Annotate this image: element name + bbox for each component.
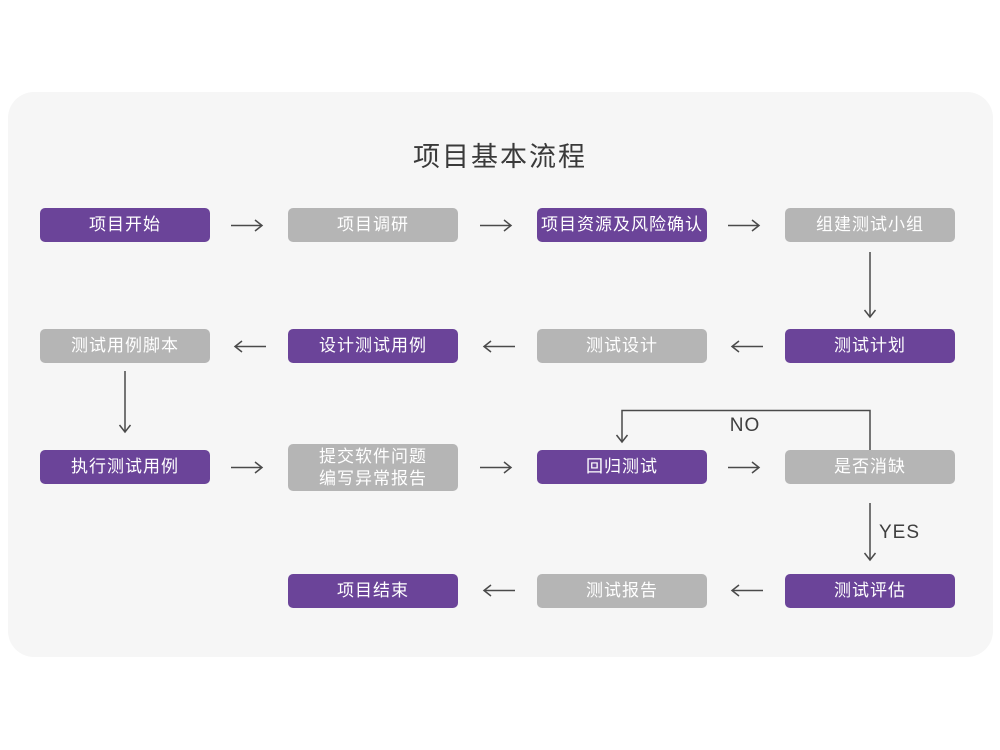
node-execute-test-case: 执行测试用例: [40, 450, 210, 484]
node-regression-test: 回归测试: [537, 450, 707, 484]
node-resource-risk-confirm: 项目资源及风险确认: [537, 208, 707, 242]
node-test-plan: 测试计划: [785, 329, 955, 363]
node-project-start: 项目开始: [40, 208, 210, 242]
node-test-evaluation: 测试评估: [785, 574, 955, 608]
no-branch-label: NO: [729, 415, 761, 436]
node-design-test-case: 设计测试用例: [288, 329, 458, 363]
node-submit-issue-report: 提交软件问题 编写异常报告: [288, 444, 458, 491]
flowchart-card: [8, 92, 993, 657]
node-test-case-script: 测试用例脚本: [40, 329, 210, 363]
node-test-report: 测试报告: [537, 574, 707, 608]
yes-branch-label: YES: [879, 522, 921, 543]
node-build-test-team: 组建测试小组: [785, 208, 955, 242]
arrow-no-loop: [615, 409, 871, 450]
node-project-end: 项目结束: [288, 574, 458, 608]
node-project-research: 项目调研: [288, 208, 458, 242]
node-test-design: 测试设计: [537, 329, 707, 363]
page-title: 项目基本流程: [413, 142, 587, 172]
node-defect-cleared-decision: 是否消缺: [785, 450, 955, 484]
